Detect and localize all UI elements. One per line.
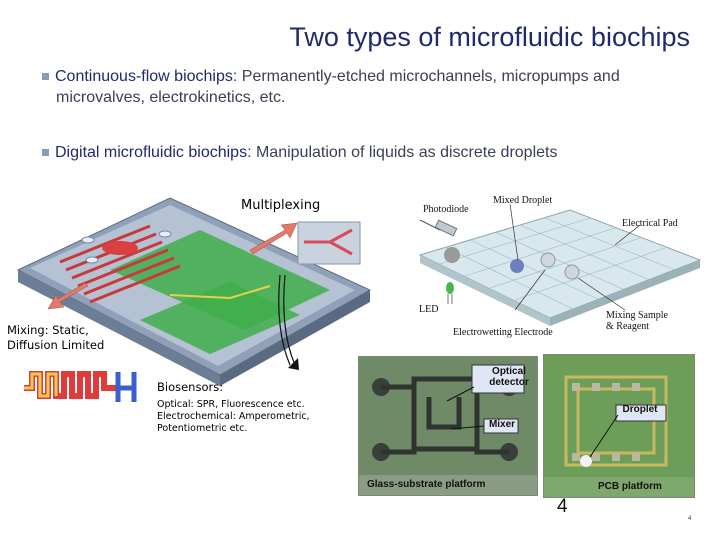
mixer-serpentine-icon xyxy=(18,366,140,406)
page-number: 4 xyxy=(557,496,568,517)
bullet-text: : Permanently-etched microchannels, micr… xyxy=(232,68,620,85)
continuous-flow-chip-illustration xyxy=(16,197,372,386)
label-multiplexing: Multiplexing xyxy=(241,198,321,213)
bullet-digital: Digital microfluidic biochips: Manipulat… xyxy=(42,142,720,163)
label-mixing: Mixing: Static, Diffusion Limited xyxy=(7,323,104,353)
digital-chip-illustration xyxy=(418,203,702,326)
pcb-platform-label: PCB platform xyxy=(598,481,662,492)
biosensors-line3: Potentiometric etc. xyxy=(157,423,248,434)
label-mixing-line1: Mixing: Static, xyxy=(7,323,89,337)
label-mixing-sample: Mixing Sample & Reagent xyxy=(606,310,668,332)
label-electrowetting-electrode: Electrowetting Electrode xyxy=(453,327,553,338)
label-mixing-sample-line2: & Reagent xyxy=(606,321,650,332)
glass-platform-label: Glass-substrate platform xyxy=(367,479,486,490)
bullet-term: Continuous-flow biochips xyxy=(55,68,233,85)
biosensors-details: Optical: SPR, Fluorescence etc. Electroc… xyxy=(157,399,310,435)
label-led: LED xyxy=(419,304,439,315)
bullet-square-icon xyxy=(42,149,49,157)
label-mixing-sample-line1: Mixing Sample xyxy=(606,310,668,321)
bullet-text-cont: microvalves, electrokinetics, etc. xyxy=(56,89,286,106)
label-mixing-line2: Diffusion Limited xyxy=(7,338,105,352)
label-mixed-droplet: Mixed Droplet xyxy=(493,195,553,206)
bullet-continuous-flow: Continuous-flow biochips: Permanently-et… xyxy=(42,66,720,108)
bullet-text: : Manipulation of liquids as discrete dr… xyxy=(247,144,558,161)
biosensors-title: Biosensors: xyxy=(157,380,224,394)
biosensors-line2: Electrochemical: Amperometric, xyxy=(157,411,310,422)
mixer-label: Mixer xyxy=(488,419,516,430)
optical-detector-line1: Optical xyxy=(492,366,526,377)
slide-title: Two types of microfluidic biochips xyxy=(289,22,690,52)
glass-substrate-photo xyxy=(358,356,538,496)
optical-detector-label: Optical detector xyxy=(484,366,534,388)
label-photodiode: Photodiode xyxy=(423,204,469,215)
pcb-platform-photo xyxy=(543,354,695,498)
label-electrical-pad: Electrical Pad xyxy=(622,218,678,229)
page-number-small: 4 xyxy=(688,516,692,522)
bullet-square-icon xyxy=(42,73,49,81)
droplet-label: Droplet xyxy=(622,404,658,415)
biosensors-line1: Optical: SPR, Fluorescence etc. xyxy=(157,399,305,410)
optical-detector-line2: detector xyxy=(489,377,529,388)
bullet-term: Digital microfluidic biochips xyxy=(55,144,248,161)
